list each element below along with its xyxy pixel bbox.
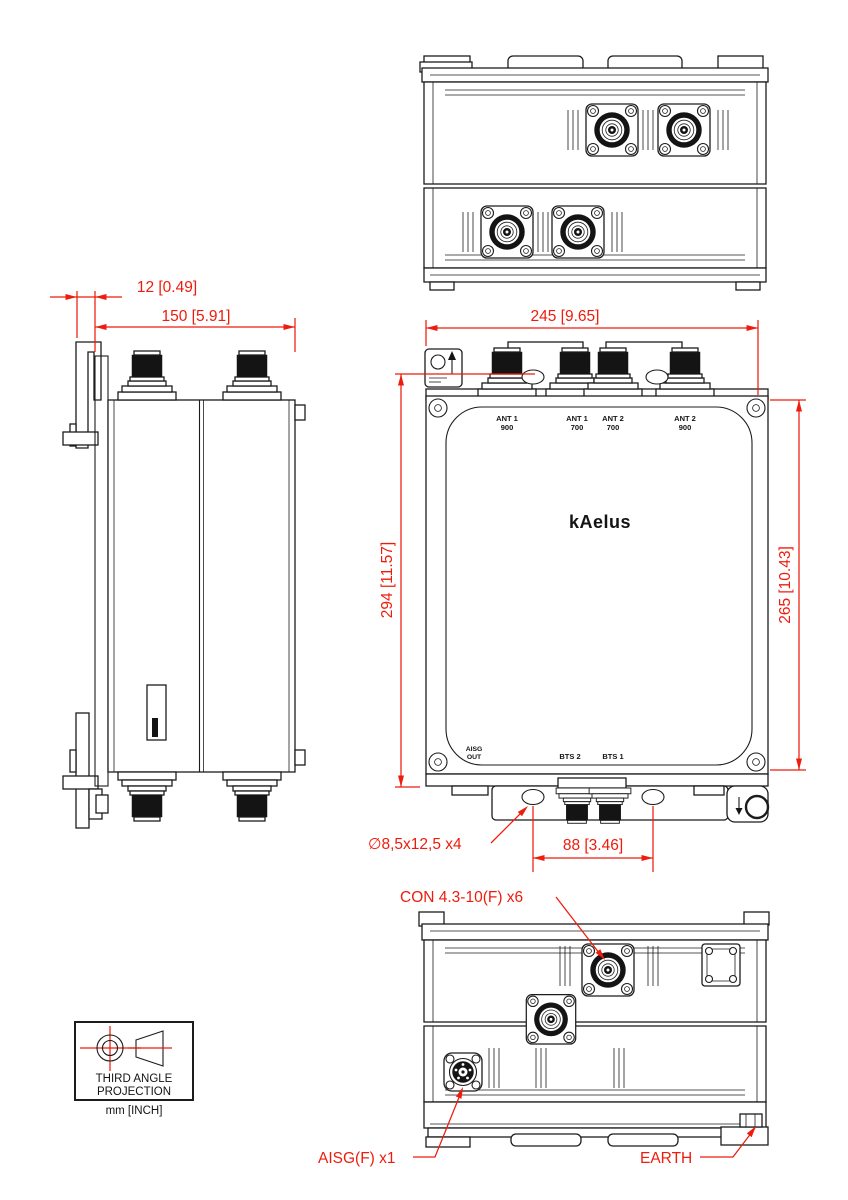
dimension-12: 12 [0.49] — [50, 279, 197, 352]
aisg-callout-text: AISG(F) x1 — [318, 1150, 396, 1167]
port-label: ANT 1 — [566, 414, 588, 423]
bts1-label: BTS 1 — [602, 752, 623, 761]
port-label: ANT 1 — [496, 414, 518, 423]
top-view-connector — [551, 205, 605, 259]
top-view-connector — [585, 103, 639, 157]
earth-bolt — [739, 1113, 763, 1128]
dim-294-text: 294 [11.57] — [379, 542, 396, 618]
units-note: mm [INCH] — [106, 1105, 163, 1117]
dim-265-text: 265 [10.43] — [777, 546, 794, 624]
side-view — [62, 341, 306, 829]
aisg-out-label: OUT — [467, 754, 482, 761]
callout-con: CON 4.3-10(F) x6 — [400, 889, 608, 962]
bottom-view — [418, 911, 770, 1148]
port-band: 700 — [571, 423, 584, 432]
dimension-150: 150 [5.91] — [95, 308, 296, 352]
down-arrow-icon — [735, 808, 743, 815]
port-label: ANT 2 — [674, 414, 696, 423]
bts2-label: BTS 2 — [559, 752, 580, 761]
dimension-294: 294 [11.57] — [379, 373, 535, 788]
port-label: ANT 2 — [602, 414, 624, 423]
blank-plate — [701, 943, 741, 987]
brand-logo: kAelus — [569, 512, 631, 532]
aisg-out-label: AISG — [466, 746, 483, 753]
dim-150-text: 150 [5.91] — [162, 308, 231, 325]
front-view: ANT 1 900 ANT 1 700 ANT 2 700 ANT 2 900 … — [424, 341, 770, 824]
aisg-connector — [443, 1052, 483, 1092]
dim-12-text: 12 [0.49] — [137, 279, 197, 296]
dimension-265: 265 [10.43] — [770, 399, 806, 771]
slot-callout-text: ∅8,5x12,5 x4 — [368, 836, 462, 853]
dimension-88: 88 [3.46] — [532, 806, 654, 872]
dim-245-text: 245 [9.65] — [531, 308, 600, 325]
front-top-bracket — [424, 348, 463, 388]
port-band: 900 — [679, 423, 692, 432]
dimension-245: 245 [9.65] — [425, 308, 759, 395]
side-connector — [222, 771, 282, 822]
callout-aisg: AISG(F) x1 — [318, 1085, 466, 1167]
side-connector — [117, 771, 177, 822]
up-arrow-icon — [448, 351, 456, 360]
callout-slot: ∅8,5x12,5 x4 — [368, 803, 531, 853]
callout-earth: EARTH — [640, 1124, 759, 1167]
bottom-view-connector — [581, 943, 635, 997]
port-band: 900 — [501, 423, 514, 432]
top-view — [419, 55, 769, 291]
projection-line2: PROJECTION — [97, 1086, 171, 1098]
earth-callout-text: EARTH — [640, 1150, 692, 1167]
top-view-connector — [657, 103, 711, 157]
projection-line1: THIRD ANGLE — [96, 1073, 173, 1085]
port-band: 700 — [607, 423, 620, 432]
side-connector — [117, 350, 177, 401]
bottom-view-connector — [525, 994, 577, 1045]
side-label-plate — [146, 684, 167, 741]
con-callout-text: CON 4.3-10(F) x6 — [400, 889, 523, 906]
dim-88-text: 88 [3.46] — [563, 837, 623, 854]
projection-symbol: THIRD ANGLE PROJECTION mm [INCH] — [74, 1021, 194, 1117]
top-view-connector — [480, 205, 534, 259]
side-connector — [222, 350, 282, 401]
mounting-bracket-bottom — [75, 712, 90, 829]
